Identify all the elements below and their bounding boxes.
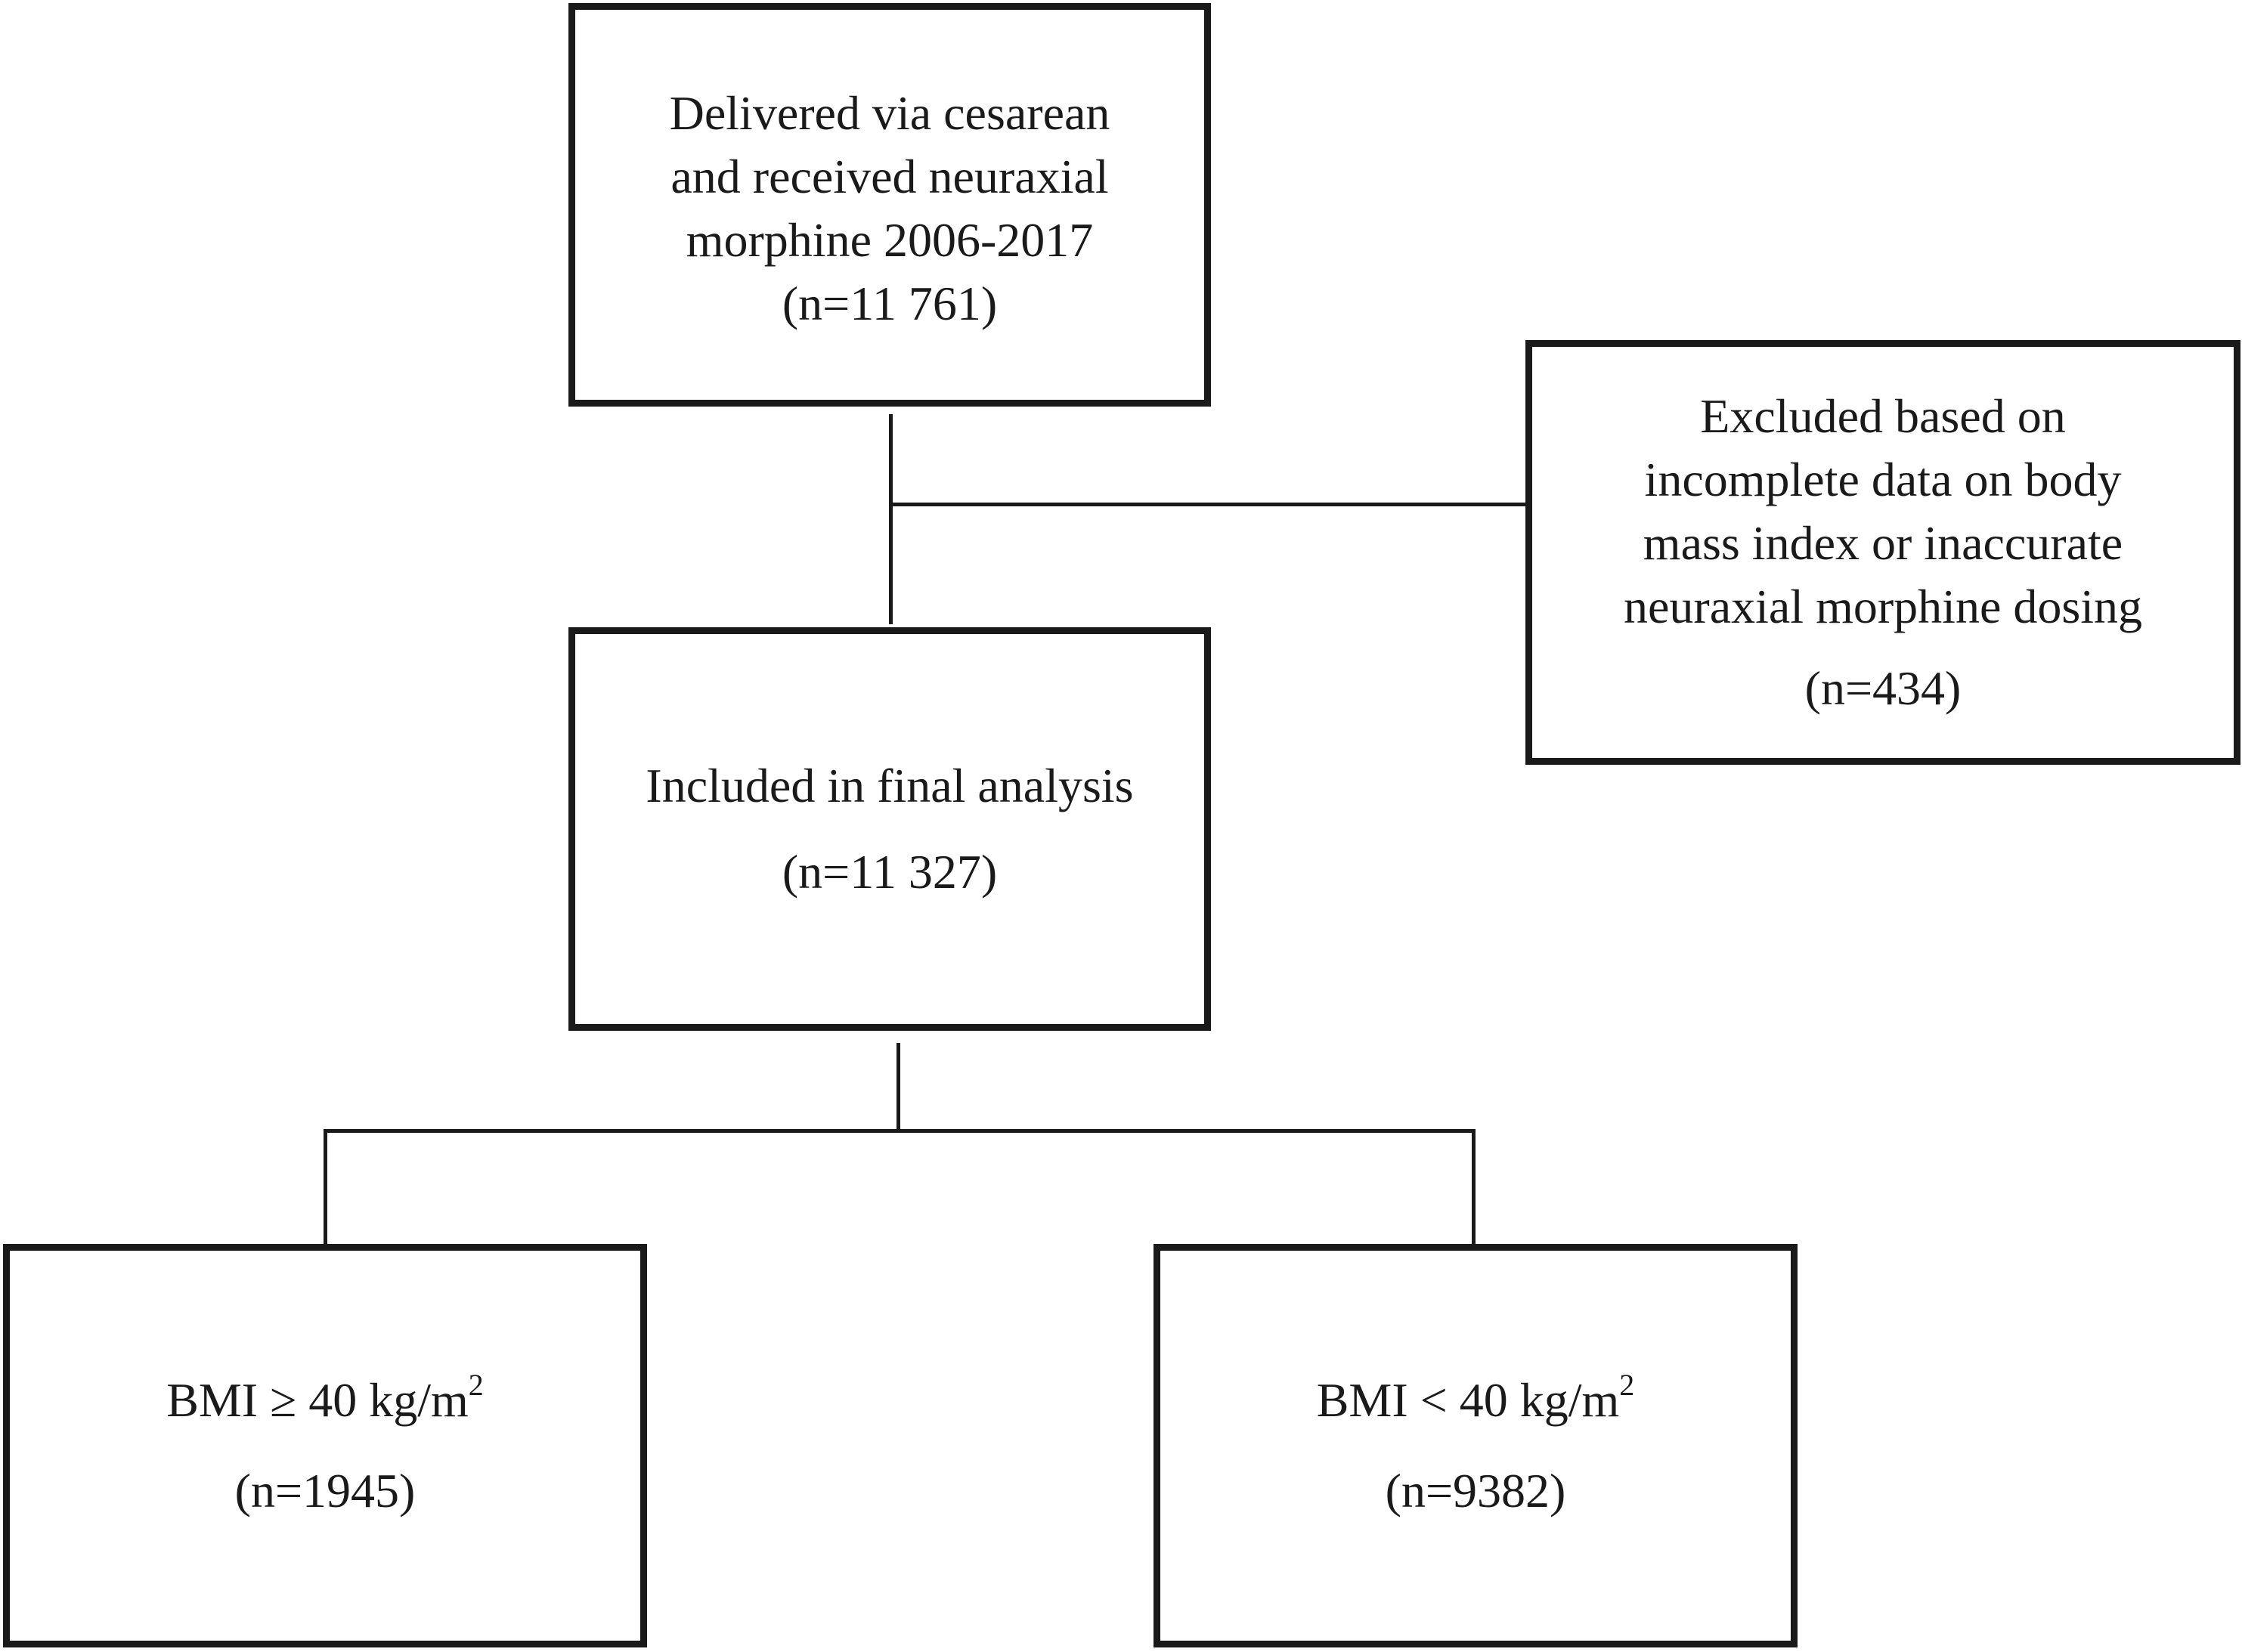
box-excluded-line: mass index or inaccurate [1643, 516, 2123, 570]
box-included-label: Included in final analysis [646, 759, 1134, 812]
box-bmi-high-label: BMI ≥ 40 kg/m2 [166, 1369, 484, 1432]
bmi-low-superscript: 2 [1619, 1368, 1635, 1402]
connector-total-to-included [889, 414, 893, 624]
connector-to-bmi-high [324, 1129, 327, 1244]
box-total-population: Delivered via cesarean and received neur… [568, 3, 1211, 407]
connector-to-bmi-low [1472, 1129, 1476, 1244]
box-total-label: Delivered via cesarean and received neur… [670, 82, 1110, 272]
bmi-high-superscript: 2 [468, 1368, 484, 1402]
connector-split-horizontal [324, 1129, 1476, 1133]
box-included-count: (n=11 327) [782, 845, 998, 899]
box-excluded-count: (n=434) [1804, 661, 1962, 715]
box-included: Included in final analysis (n=11 327) [568, 627, 1211, 1031]
box-excluded: Excluded based on incomplete data on bod… [1525, 340, 2240, 765]
box-excluded-line: Excluded based on [1700, 389, 2066, 443]
box-total-line: Delivered via cesarean [669, 86, 1110, 140]
bmi-low-text: BMI < 40 kg/m [1316, 1373, 1620, 1427]
box-bmi-low-count: (n=9382) [1385, 1464, 1566, 1517]
box-excluded-label: Excluded based on incomplete data on bod… [1624, 385, 2142, 639]
bmi-high-text: BMI ≥ 40 kg/m [166, 1373, 469, 1427]
box-excluded-line: neuraxial morphine dosing [1623, 580, 2143, 633]
box-bmi-40-or-more: BMI ≥ 40 kg/m2 (n=1945) [3, 1244, 647, 1647]
box-bmi-low-label: BMI < 40 kg/m2 [1317, 1369, 1635, 1432]
connector-to-excluded [889, 503, 1527, 506]
box-total-count: (n=11 761) [782, 277, 998, 330]
box-excluded-line: incomplete data on body [1644, 453, 2122, 506]
connector-included-down [896, 1043, 900, 1132]
box-bmi-high-count: (n=1945) [234, 1464, 416, 1517]
box-total-line: morphine 2006-2017 [686, 213, 1094, 267]
box-bmi-under-40: BMI < 40 kg/m2 (n=9382) [1154, 1244, 1798, 1647]
box-total-line: and received neuraxial [670, 150, 1109, 203]
